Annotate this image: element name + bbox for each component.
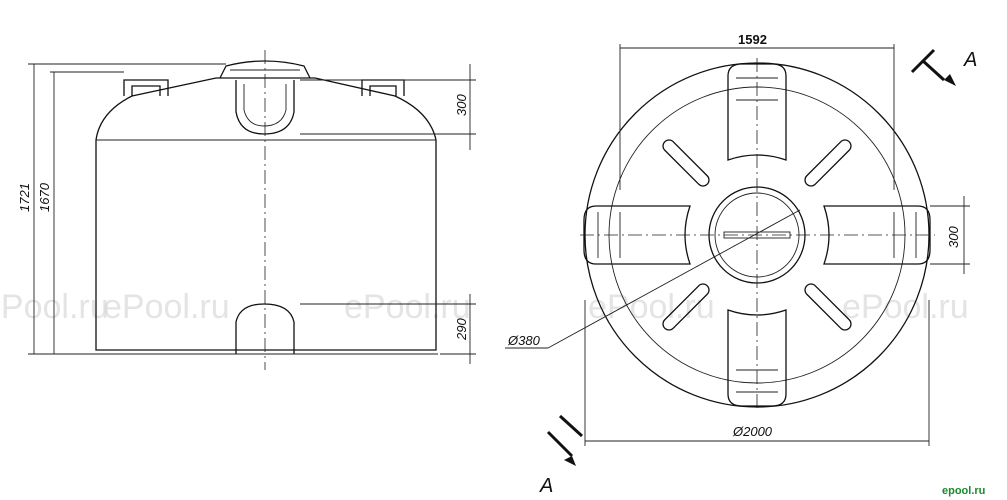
top-pocket-west-detail bbox=[597, 212, 621, 258]
watermark-5: ePool.ru bbox=[842, 288, 969, 326]
dim-290-label: 290 bbox=[454, 318, 469, 341]
top-pocket-south-detail bbox=[736, 369, 778, 393]
dim-1592-label: 1592 bbox=[738, 32, 767, 47]
top-pocket-west bbox=[583, 205, 691, 265]
dim-380-leader bbox=[547, 209, 801, 349]
top-rib-nw bbox=[662, 139, 710, 187]
top-pocket-east bbox=[823, 205, 931, 265]
dim-380-label: Ø380 bbox=[507, 333, 541, 348]
section-mark-bottom-arrow bbox=[546, 414, 584, 458]
side-view: 1721 1670 300 290 bbox=[17, 50, 476, 370]
side-bottom-pocket bbox=[235, 303, 295, 354]
watermark-4: ePool.ru bbox=[588, 288, 715, 326]
section-mark-top-head bbox=[944, 74, 956, 86]
watermark-3: ePool.ru bbox=[344, 288, 471, 326]
section-mark-top: A bbox=[910, 48, 977, 86]
section-mark-top-arrow bbox=[910, 48, 946, 82]
side-top-pocket bbox=[235, 80, 295, 135]
top-pocket-north bbox=[727, 63, 787, 161]
side-handle-left-inner bbox=[131, 85, 161, 96]
dim-2000-label: Ø2000 bbox=[732, 424, 773, 439]
side-handle-left bbox=[123, 79, 169, 96]
watermark-2: ePool.ru bbox=[103, 288, 230, 326]
side-handle-right-inner bbox=[369, 85, 397, 96]
section-mark-top-label: A bbox=[963, 49, 977, 71]
logo-text: epool.ru bbox=[942, 485, 985, 497]
section-mark-bottom-label: A bbox=[539, 475, 553, 497]
top-pocket-north-detail bbox=[736, 77, 778, 101]
top-pocket-south bbox=[727, 309, 787, 407]
dim-300-top-label: 300 bbox=[946, 226, 961, 248]
top-pocket-east-detail bbox=[893, 212, 917, 258]
dim-1670-label: 1670 bbox=[37, 182, 52, 212]
dim-1721-label: 1721 bbox=[17, 183, 32, 212]
top-rib-ne bbox=[804, 139, 852, 187]
section-mark-bottom: A bbox=[539, 414, 584, 497]
top-rib-sw bbox=[662, 283, 710, 331]
top-ribs bbox=[662, 139, 852, 331]
dim-300-side-label: 300 bbox=[454, 94, 469, 116]
top-rib-se bbox=[804, 283, 852, 331]
watermark-group: ePool.ru ePool.ru ePool.ru ePool.ru ePoo… bbox=[0, 288, 969, 326]
top-view: 1592 300 Ø380 Ø2000 A A bbox=[505, 32, 977, 497]
side-top-pocket-inner bbox=[243, 84, 287, 127]
section-mark-bottom-head bbox=[564, 456, 576, 466]
side-body-outline bbox=[95, 77, 437, 351]
